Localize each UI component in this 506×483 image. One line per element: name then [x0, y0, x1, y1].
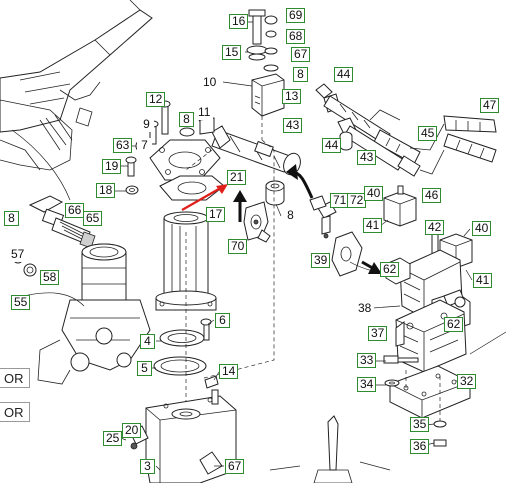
callout-67[interactable]: 67 [225, 459, 245, 474]
red-direction-arrow [181, 184, 228, 211]
rotator-housing [125, 9, 301, 206]
callout-33[interactable]: 33 [357, 353, 377, 368]
callout-32[interactable]: 32 [457, 374, 477, 389]
callout-44[interactable]: 44 [334, 67, 354, 82]
callout-5[interactable]: 5 [137, 361, 152, 376]
callout-20[interactable]: 20 [122, 423, 142, 438]
callout-42[interactable]: 42 [425, 220, 445, 235]
black-arrow-up [233, 190, 247, 222]
hose-assembly [315, 83, 497, 177]
upper-left-assembly [0, 0, 153, 201]
callout-66[interactable]: 66 [65, 203, 85, 218]
side-label-or-lower: OR [0, 402, 30, 422]
callout-40[interactable]: 40 [472, 221, 492, 236]
side-label-or-upper: OR [0, 368, 30, 388]
callout-43[interactable]: 43 [357, 150, 377, 165]
connector-71-72 [309, 195, 327, 211]
callout-16[interactable]: 16 [229, 14, 249, 29]
callout-57: 57 [8, 247, 28, 262]
joystick-lever [269, 415, 391, 483]
column-tube [153, 211, 219, 410]
callout-25[interactable]: 25 [103, 431, 123, 446]
callout-39[interactable]: 39 [311, 253, 331, 268]
callout-43[interactable]: 43 [283, 118, 303, 133]
callout-58[interactable]: 58 [40, 270, 60, 285]
callout-12[interactable]: 12 [146, 92, 166, 107]
callout-34[interactable]: 34 [357, 377, 377, 392]
callout-70[interactable]: 70 [228, 239, 248, 254]
callout-4[interactable]: 4 [140, 334, 155, 349]
callout-72[interactable]: 72 [347, 193, 367, 208]
callout-68[interactable]: 68 [286, 29, 306, 44]
callout-8[interactable]: 8 [179, 112, 194, 127]
callout-21[interactable]: 21 [227, 170, 247, 185]
callout-37[interactable]: 37 [368, 326, 388, 341]
callout-14[interactable]: 14 [219, 364, 239, 379]
black-arrow-curved [286, 164, 314, 199]
callout-45[interactable]: 45 [418, 126, 438, 141]
black-arrow-62 [361, 260, 382, 274]
callout-36[interactable]: 36 [410, 439, 430, 454]
callout-40[interactable]: 40 [364, 186, 384, 201]
callout-44[interactable]: 44 [322, 138, 342, 153]
callout-69[interactable]: 69 [286, 8, 306, 23]
callout-8[interactable]: 8 [4, 211, 19, 226]
callout-9: 9 [139, 117, 154, 132]
callout-19[interactable]: 19 [102, 159, 122, 174]
callout-18[interactable]: 18 [96, 183, 116, 198]
callout-63[interactable]: 63 [113, 138, 133, 153]
callout-7: 7 [137, 138, 152, 153]
callout-41[interactable]: 41 [473, 273, 493, 288]
callout-11: 11 [195, 105, 214, 120]
callout-62[interactable]: 62 [380, 262, 400, 277]
sensor-70 [243, 201, 271, 243]
callout-55[interactable]: 55 [11, 295, 31, 310]
callout-62[interactable]: 62 [444, 317, 464, 332]
callout-67[interactable]: 67 [291, 47, 311, 62]
callout-41[interactable]: 41 [363, 218, 383, 233]
callout-15[interactable]: 15 [222, 45, 242, 60]
callout-8: 8 [283, 208, 298, 223]
fitting-66-65 [28, 195, 96, 249]
callout-13[interactable]: 13 [282, 89, 302, 104]
cylinder-post-assembly [12, 243, 151, 385]
callout-8[interactable]: 8 [293, 67, 308, 82]
callout-35[interactable]: 35 [410, 417, 430, 432]
callout-17[interactable]: 17 [206, 207, 226, 222]
callout-46[interactable]: 46 [422, 188, 442, 203]
callout-10: 10 [200, 75, 220, 90]
callout-38: 38 [355, 301, 375, 316]
callout-65[interactable]: 65 [83, 211, 103, 226]
callout-47[interactable]: 47 [480, 98, 500, 113]
mounting-plate [383, 355, 471, 447]
callout-3[interactable]: 3 [140, 459, 155, 474]
callout-6[interactable]: 6 [215, 313, 230, 328]
